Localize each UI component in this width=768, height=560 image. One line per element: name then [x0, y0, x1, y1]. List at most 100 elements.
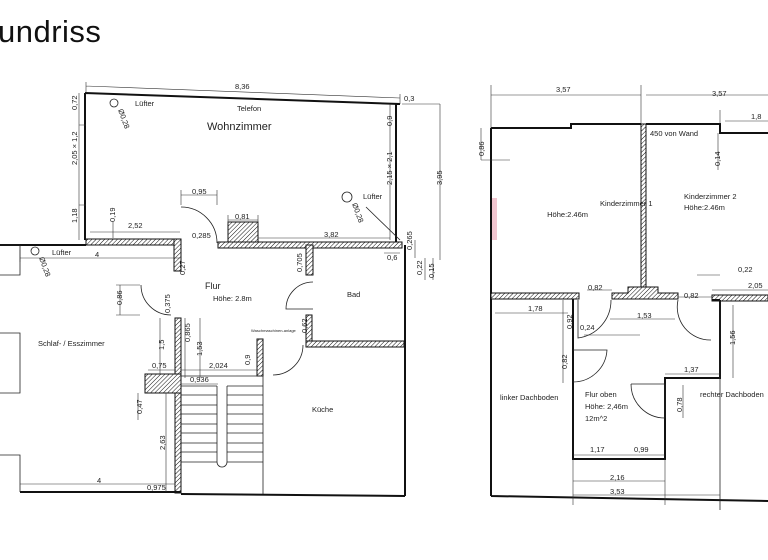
flur-oben-height: Höhe: 2,46m: [585, 402, 628, 411]
svg-text:2,05 × 1,2: 2,05 × 1,2: [70, 131, 79, 165]
washer-label: Waschmaschinen-anlage: [251, 328, 297, 333]
wall-hatched: [640, 123, 647, 293]
svg-text:0,14: 0,14: [713, 151, 722, 166]
leader-line: [365, 206, 401, 241]
svg-text:0,22: 0,22: [738, 265, 753, 274]
svg-text:3,57: 3,57: [556, 85, 571, 94]
door-swing: [285, 281, 314, 310]
svg-text:2,15 × 2,1: 2,15 × 2,1: [385, 151, 394, 185]
svg-text:0,81: 0,81: [235, 212, 250, 221]
svg-text:0,705: 0,705: [295, 253, 304, 272]
stair-outline: [181, 375, 264, 494]
svg-text:0,86: 0,86: [477, 141, 486, 156]
svg-text:8,36: 8,36: [235, 82, 250, 91]
telefon-label: Telefon: [237, 104, 261, 113]
left-edge-fixtures: [0, 244, 21, 492]
dimension-lines: [19, 82, 441, 492]
stair-wall: [174, 317, 182, 494]
svg-text:1,37: 1,37: [684, 365, 699, 374]
room-label-bad: Bad: [347, 290, 360, 299]
svg-text:0,15: 0,15: [427, 263, 436, 278]
wall-block: [144, 373, 182, 394]
svg-text:1,17: 1,17: [590, 445, 605, 454]
room-label-rechter-dachboden: rechter Dachboden: [700, 390, 764, 399]
wall-hatched: [711, 294, 768, 302]
svg-text:3,57: 3,57: [712, 89, 727, 98]
svg-text:0,22: 0,22: [415, 260, 424, 275]
svg-text:1,53: 1,53: [637, 311, 652, 320]
svg-text:0,285: 0,285: [192, 231, 211, 240]
kinderzimmer-1-height: Höhe:2.46m: [547, 210, 588, 219]
svg-text:3,95: 3,95: [435, 170, 444, 185]
room-label-kinderzimmer-1: Kinderzimmer 1: [600, 199, 653, 208]
wall-hatched: [611, 286, 679, 300]
svg-text:0,24: 0,24: [580, 323, 595, 332]
dimension-labels: 8,36 0,3 0,72 2,05 × 1,2 1,18 0,9 2,15 ×…: [70, 82, 444, 492]
page-title: undriss: [0, 14, 102, 49]
room-label-linker-dachboden: linker Dachboden: [500, 393, 558, 402]
door-swing: [577, 299, 612, 339]
svg-text:0,19: 0,19: [108, 207, 117, 222]
wall-hatched: [305, 340, 405, 348]
svg-text:0,78: 0,78: [675, 397, 684, 412]
kinderzimmer-2-height: Höhe:2.46m: [684, 203, 725, 212]
wall-hatched: [305, 244, 314, 276]
door-swing: [272, 344, 304, 376]
diameter-label: Ø0,28: [350, 202, 365, 224]
svg-text:0,82: 0,82: [684, 291, 699, 300]
svg-text:0,9: 0,9: [243, 355, 252, 365]
outer-walls: [0, 244, 406, 497]
svg-text:3,82: 3,82: [324, 230, 339, 239]
svg-text:0,3: 0,3: [404, 94, 414, 103]
door-swing: [572, 349, 608, 383]
dimension-lines: [480, 85, 768, 505]
svg-text:0,265: 0,265: [405, 231, 414, 250]
svg-text:2,024: 2,024: [209, 361, 228, 370]
svg-text:0,72: 0,72: [70, 95, 79, 110]
room-label-flur-oben: Flur oben: [585, 390, 617, 399]
diameter-label: Ø0,28: [37, 256, 52, 278]
svg-text:0,936: 0,936: [190, 375, 209, 384]
wall-hatched: [173, 238, 182, 272]
svg-text:0,86: 0,86: [115, 290, 124, 305]
svg-text:1,78: 1,78: [528, 304, 543, 313]
door-swing: [676, 299, 712, 341]
red-marker: [492, 198, 497, 240]
wall-note: 450 von Wand: [650, 129, 698, 138]
door-swing: [140, 284, 172, 316]
svg-text:0,375: 0,375: [163, 294, 172, 313]
svg-text:0,865: 0,865: [183, 323, 192, 342]
wohnzimmer-walls: [84, 92, 401, 245]
luefter-label: Lüfter: [363, 192, 383, 201]
room-label-schlaf-esszimmer: Schlaf- / Esszimmer: [38, 339, 105, 348]
vent-icon: [109, 98, 119, 108]
wall-hatched: [490, 292, 580, 300]
room-label-flur: Flur: [205, 281, 221, 291]
diameter-label: Ø0,28: [116, 108, 131, 130]
room-label-kinderzimmer-2: Kinderzimmer 2: [684, 192, 737, 201]
flur-height: Höhe: 2.8m: [213, 294, 252, 303]
door-swing: [180, 206, 218, 244]
dimension-labels: 3,57 3,57 1,8 0,86 0,14 0,22 2,05 0,82 0…: [477, 85, 763, 496]
vent-icon: [30, 246, 40, 256]
stair-treads: [181, 385, 263, 468]
luefter-label: Lüfter: [135, 99, 155, 108]
upper-floor-plan: Kinderzimmer 1 Höhe:2.46m Kinderzimmer 2…: [477, 85, 768, 510]
outer-walls: [490, 123, 768, 502]
svg-text:0,75: 0,75: [152, 361, 167, 370]
svg-text:2,63: 2,63: [158, 435, 167, 450]
svg-text:0,92: 0,92: [565, 314, 574, 329]
svg-text:4: 4: [95, 250, 99, 259]
svg-text:1,5: 1,5: [157, 340, 166, 350]
ground-floor-plan: Wohnzimmer Telefon Lüfter Lüfter Lüfter …: [0, 82, 444, 497]
svg-text:4: 4: [97, 476, 101, 485]
svg-text:2,16: 2,16: [610, 473, 625, 482]
svg-text:0,6: 0,6: [387, 253, 397, 262]
vent-icon: [341, 191, 353, 203]
door-swing: [630, 383, 666, 419]
svg-text:0,27: 0,27: [178, 260, 187, 275]
svg-text:1,8: 1,8: [751, 112, 761, 121]
svg-text:0,9: 0,9: [385, 116, 394, 126]
svg-text:0,975: 0,975: [147, 483, 166, 492]
svg-text:0,62: 0,62: [300, 318, 309, 333]
